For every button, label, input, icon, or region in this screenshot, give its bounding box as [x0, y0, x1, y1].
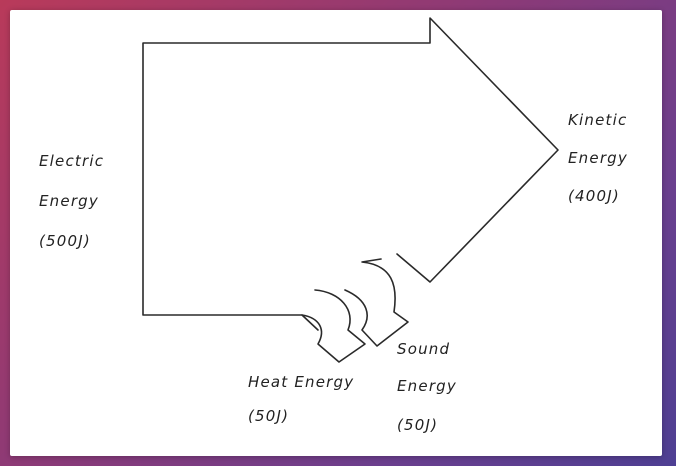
main-energy-arrow — [142, 17, 559, 331]
heat-energy-value: (50J) — [248, 407, 289, 425]
electric-energy-label-line1: Electric — [39, 152, 104, 170]
sound-energy-arrow — [344, 258, 409, 347]
heat-energy-arrow — [301, 289, 366, 363]
kinetic-energy-value: (400J) — [568, 187, 620, 205]
sound-energy-value: (50J) — [397, 416, 438, 434]
sound-energy-label-line2: Energy — [397, 377, 457, 395]
kinetic-energy-label-line2: Energy — [568, 149, 628, 167]
diagram-canvas — [10, 10, 662, 456]
sound-energy-label-line1: Sound — [397, 340, 450, 358]
heat-energy-label: Heat Energy — [248, 373, 354, 391]
kinetic-energy-label-line1: Kinetic — [568, 111, 627, 129]
electric-energy-value: (500J) — [39, 232, 91, 250]
electric-energy-label-line2: Energy — [39, 192, 99, 210]
